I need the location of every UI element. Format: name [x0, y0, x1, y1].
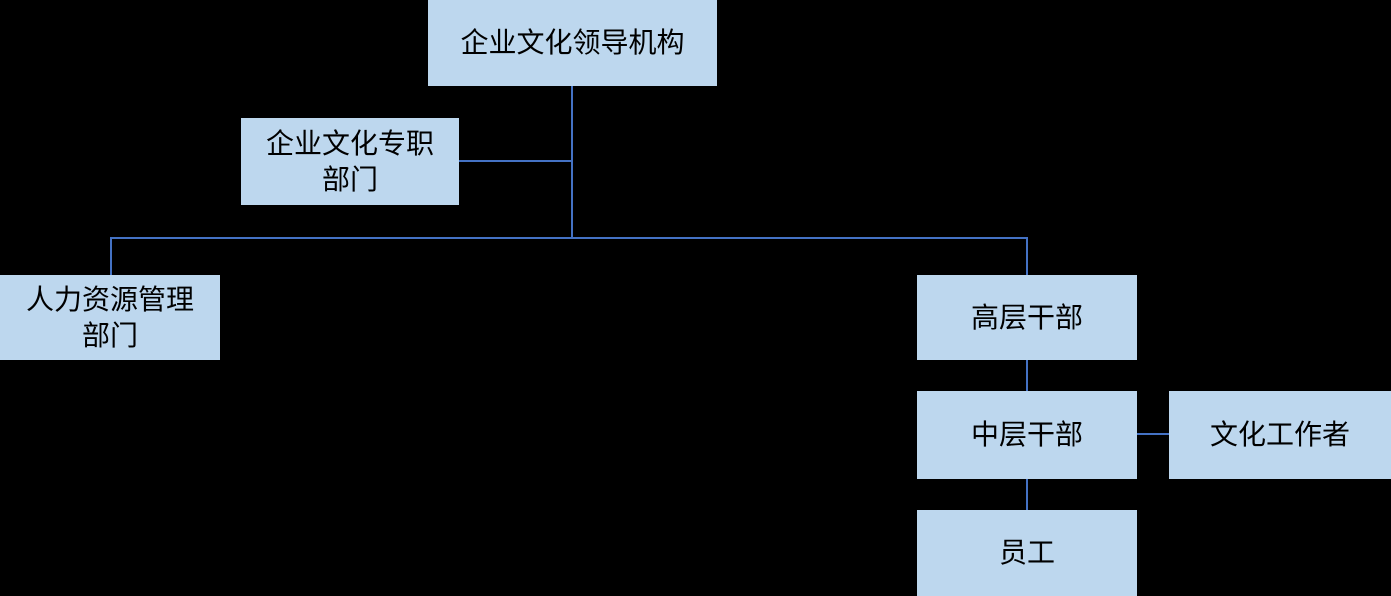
connector-senior-cadres-drop: [1026, 237, 1028, 275]
connector-culture-workers: [1137, 433, 1169, 435]
connector-dedicated-dept: [459, 160, 572, 162]
connector-leadership-down: [571, 86, 573, 238]
node-leadership: 企业文化领导机构: [428, 0, 717, 86]
node-dedicated-dept: 企业文化专职 部门: [241, 118, 459, 205]
connector-middle-to-staff: [1026, 479, 1028, 510]
node-culture-workers: 文化工作者: [1169, 391, 1391, 479]
connector-hr-dept-drop: [110, 237, 112, 275]
node-staff: 员工: [917, 510, 1137, 596]
connector-main-horizontal: [110, 237, 1028, 239]
node-senior-cadres: 高层干部: [917, 275, 1137, 360]
connector-senior-to-middle: [1026, 360, 1028, 391]
node-middle-cadres: 中层干部: [917, 391, 1137, 479]
node-hr-dept: 人力资源管理 部门: [0, 275, 220, 360]
